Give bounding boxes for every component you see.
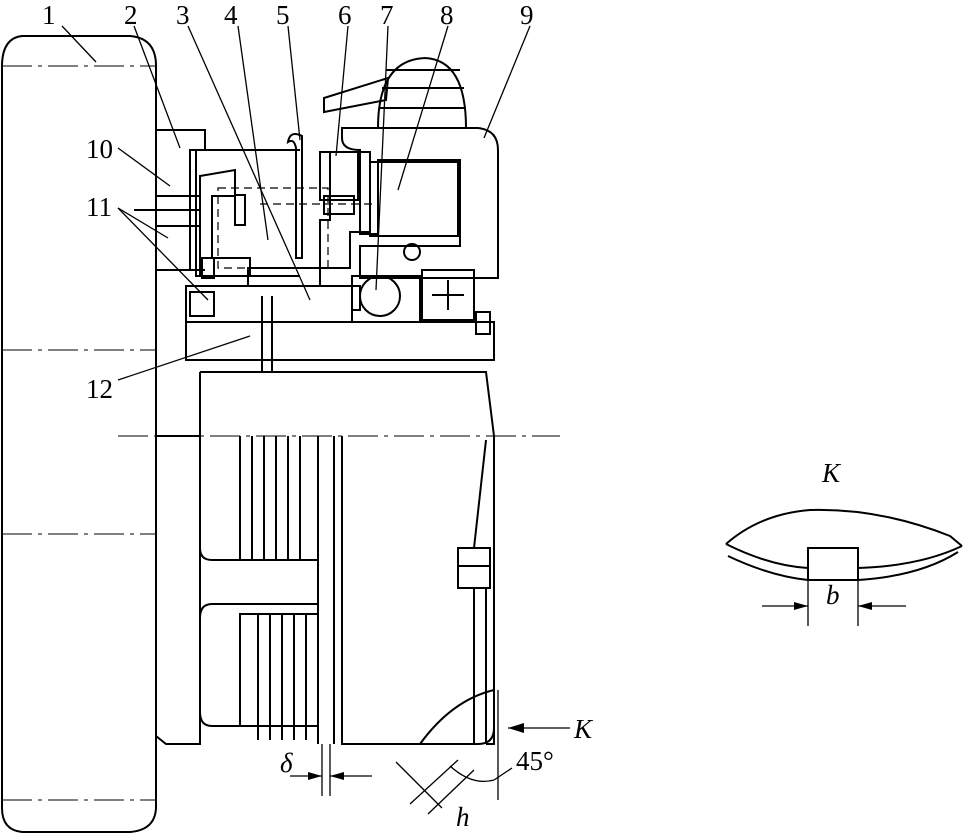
chamfer-section <box>418 688 495 745</box>
part-label-10: 10 <box>86 134 113 164</box>
part-label-7: 7 <box>380 0 394 30</box>
coil-part-8 <box>369 161 459 237</box>
b-label: b <box>826 580 840 610</box>
view-k-detail: K b <box>725 458 963 626</box>
hub-part-12 <box>185 321 495 361</box>
k-arrow-label: K <box>573 714 594 744</box>
armature-part-3 <box>199 168 251 277</box>
part-label-1: 1 <box>42 0 56 30</box>
plate-part-6 <box>319 151 359 201</box>
view-k-title: K <box>821 458 842 488</box>
magnet-housing-part-9 <box>341 127 499 279</box>
main-dimensions: δ h 45° K <box>280 690 594 832</box>
h-label: h <box>456 802 470 832</box>
part-label-2: 2 <box>124 0 138 30</box>
part-labels: 1 2 3 4 5 6 7 8 9 10 11 12 <box>42 0 534 404</box>
part-label-8: 8 <box>440 0 454 30</box>
sleeve <box>185 285 353 323</box>
part-label-9: 9 <box>520 0 534 30</box>
left-wheel <box>0 35 157 833</box>
part-label-5: 5 <box>276 0 290 30</box>
part-label-6: 6 <box>338 0 352 30</box>
angle-label: 45° <box>516 746 554 776</box>
lower-view <box>155 371 495 745</box>
delta-label: δ <box>280 748 293 778</box>
part-label-11: 11 <box>86 192 112 222</box>
yoke <box>247 151 371 287</box>
part-label-3: 3 <box>176 0 190 30</box>
part-label-4: 4 <box>224 0 238 30</box>
upper-section <box>134 56 499 372</box>
leader-lines <box>61 25 531 381</box>
part-label-12: 12 <box>86 374 113 404</box>
